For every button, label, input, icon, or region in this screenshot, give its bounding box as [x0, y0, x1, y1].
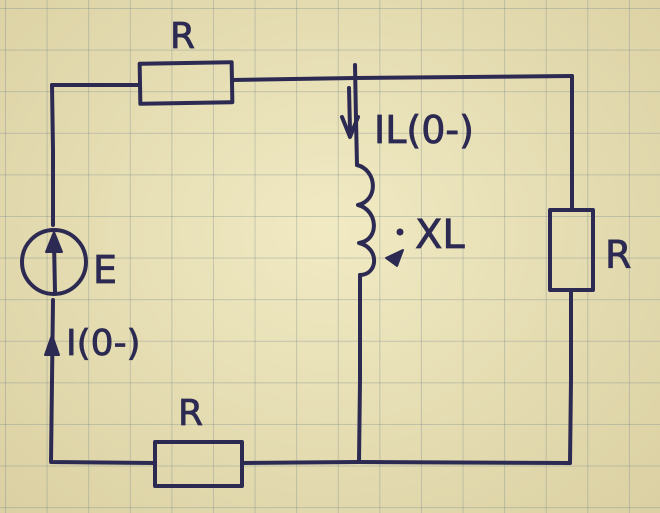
inductor-coil [355, 163, 376, 277]
source-current-label: I(0-) [66, 323, 141, 364]
inductor-current-arrow-icon [340, 86, 360, 139]
inductor-dot [396, 228, 404, 236]
resistor-right [548, 208, 595, 292]
resistor-top-label: R [170, 16, 195, 57]
inductor-reactance-label: XL [415, 212, 465, 258]
wire-middle-branch-lower [357, 273, 362, 464]
inductor-mark-arrow [385, 249, 404, 267]
inductor-current-label: IL(0-) [374, 108, 474, 152]
wire-middle-branch-upper [353, 63, 359, 167]
resistor-bottom [153, 440, 244, 488]
source-label: E [93, 248, 117, 292]
wire-right-lower [568, 288, 573, 465]
source-current-arrow-icon [44, 334, 60, 356]
wire-bottom-right [240, 460, 572, 465]
voltage-source [20, 228, 88, 296]
wire-top-right [230, 74, 574, 82]
resistor-bottom-label: R [178, 393, 203, 434]
resistor-top [137, 60, 235, 106]
resistor-right-label: R [605, 233, 631, 277]
wire-left-upper [50, 83, 55, 227]
